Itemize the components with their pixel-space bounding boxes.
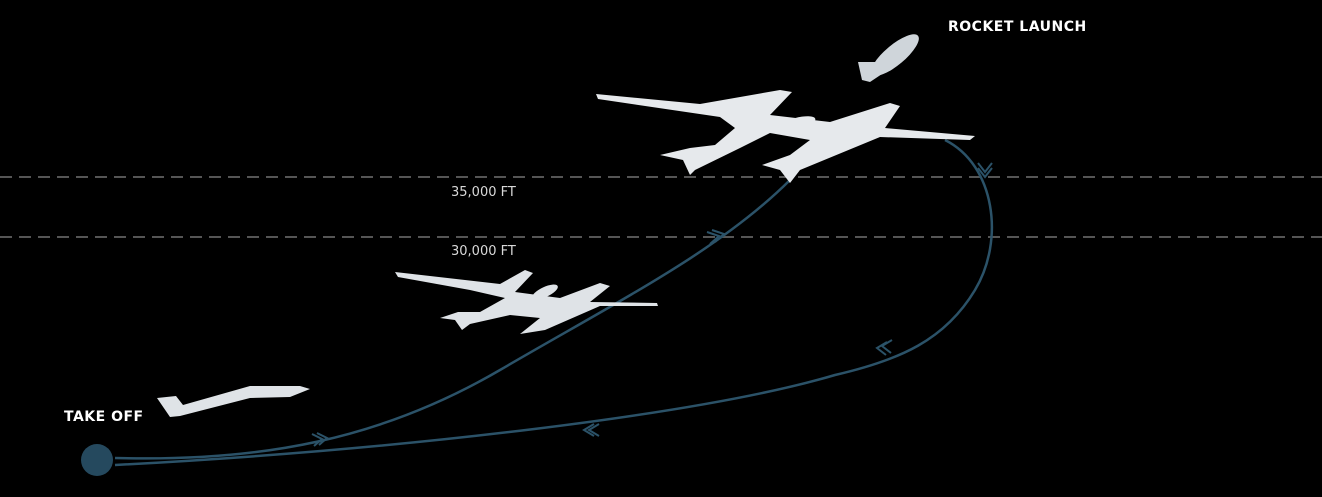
direction-arrow-icon <box>311 162 993 447</box>
altitude-label-35000: 35,000 FT <box>451 185 516 200</box>
start-marker <box>81 444 113 476</box>
altitude-label-30000: 30,000 FT <box>451 244 516 259</box>
take-off-label: TAKE OFF <box>64 409 144 425</box>
rocket-icon <box>858 34 919 82</box>
carrier-aircraft-launch-icon <box>596 90 975 183</box>
rocket-launch-label: ROCKET LAUNCH <box>948 19 1087 35</box>
return-path <box>114 138 994 467</box>
carrier-aircraft-climb-icon <box>395 270 658 334</box>
carrier-aircraft-takeoff-icon <box>157 386 310 417</box>
ascent-path <box>114 179 791 460</box>
